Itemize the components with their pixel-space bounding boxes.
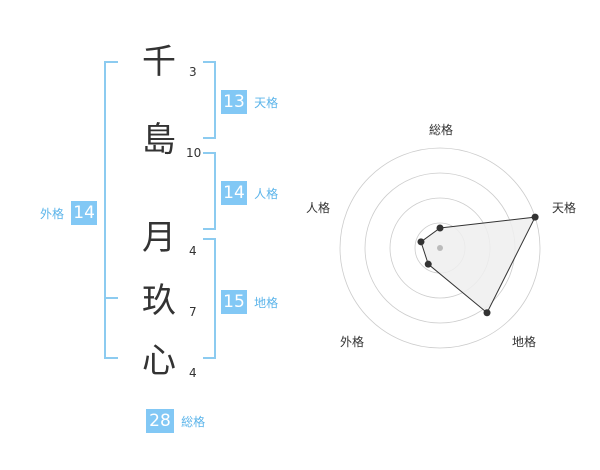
radar-label-chikaku: 地格 (511, 335, 536, 349)
stroke-count-3: 4 (189, 244, 197, 258)
jinkaku-group: 14 人格 (221, 181, 278, 206)
tenkaku-group: 13 天格 (221, 90, 278, 115)
radar-data-polygon (420, 216, 536, 314)
name-char-1: 千 (142, 42, 176, 82)
gaikaku-group: 外格 14 (40, 201, 98, 226)
gaikaku-label: 外格 (40, 207, 65, 221)
soukaku-label: 総格 (181, 415, 206, 429)
chikaku-group: 15 地格 (221, 290, 278, 315)
stroke-count-2: 10 (186, 146, 202, 160)
radar-point-4 (424, 260, 432, 268)
radar-label-tenkaku: 天格 (551, 201, 576, 215)
radar-points (417, 213, 539, 317)
name-char-5: 心 (142, 341, 176, 381)
radar-point-1 (436, 224, 444, 232)
radar-label-gaikaku: 外格 (339, 335, 364, 349)
tenkaku-bracket (203, 61, 216, 139)
stroke-count-5: 4 (189, 366, 197, 380)
name-char-4: 玖 (142, 281, 176, 321)
gaikaku-bracket-tick (104, 297, 118, 299)
radar-label-jinkaku: 人格 (305, 201, 330, 215)
jinkaku-bracket (203, 152, 216, 230)
chikaku-bracket (203, 238, 216, 359)
soukaku-value: 28 (146, 409, 174, 433)
jinkaku-label: 人格 (254, 187, 279, 201)
chikaku-value: 15 (221, 290, 247, 314)
soukaku-group: 28 総格 (146, 409, 205, 434)
gaikaku-bracket (104, 61, 118, 359)
radar-point-5 (417, 238, 425, 246)
name-char-2: 島 (142, 120, 176, 160)
tenkaku-value: 13 (221, 90, 247, 114)
gaikaku-value: 14 (71, 201, 98, 225)
name-char-3: 月 (142, 218, 176, 258)
stroke-count-1: 3 (189, 65, 197, 79)
chikaku-label: 地格 (254, 296, 279, 310)
stroke-count-4: 7 (189, 305, 197, 319)
radar-label-soukaku: 総格 (428, 123, 453, 137)
radar-point-3 (483, 309, 491, 317)
radar-center (437, 245, 443, 251)
radar-point-2 (531, 213, 539, 221)
radar-ring (339, 147, 541, 349)
jinkaku-value: 14 (221, 181, 247, 205)
tenkaku-label: 天格 (254, 96, 279, 110)
